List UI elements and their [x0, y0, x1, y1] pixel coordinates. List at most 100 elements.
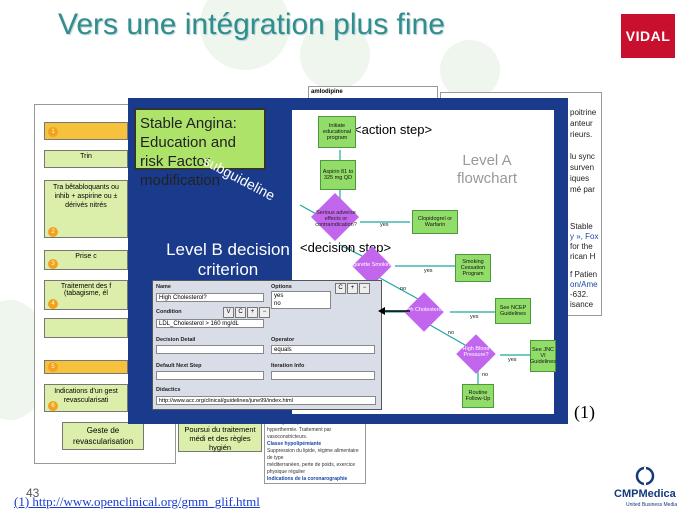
option-yes[interactable]: yes [274, 293, 284, 299]
edge-label-yes: yes [508, 357, 517, 363]
form-decision-detail-input[interactable] [156, 345, 264, 354]
right-doc-line: surven [570, 163, 595, 172]
form-iteration-label: Iteration Info [271, 363, 305, 369]
bg-circle [440, 40, 500, 100]
left-flow-box-1: 1 [44, 122, 128, 140]
doc-line: Suppression du lipide, régime alimentair… [267, 448, 359, 461]
node-clopidogrel[interactable]: Clopidogrel or Warfarin [412, 210, 458, 234]
node-routine[interactable]: Routine Follow-Up [462, 384, 494, 408]
right-doc-line: anteur [570, 119, 593, 128]
form-iteration-input[interactable] [271, 371, 375, 380]
step-number: 4 [48, 299, 58, 309]
left-flow-box-2: Trin [44, 150, 128, 168]
doc-line: méditerranéen, perte de poids, exercice … [267, 462, 356, 475]
right-doc-line: rican H [570, 252, 596, 261]
edge-label-no: no [400, 286, 407, 292]
cmpmedica-logo: CMPMedica [614, 488, 676, 500]
condition-add-button[interactable]: + [247, 307, 258, 318]
step-number: 1 [48, 127, 58, 137]
form-operator-label: Operator [271, 337, 295, 343]
form-default-next-label: Default Next Step [156, 363, 202, 369]
doc-line: Classe hypolipémiante [267, 441, 322, 447]
decision-form: Name High Cholesterol? Options yes no C … [152, 280, 382, 410]
vidal-logo: VIDAL [621, 14, 675, 58]
form-name-input[interactable]: High Cholesterol? [156, 293, 264, 302]
form-default-next-input[interactable] [156, 371, 264, 380]
node-initiate[interactable]: Initiate educational program [318, 116, 356, 148]
left-flow-box-9: Geste de revascularisation [62, 422, 144, 450]
left-flow-box-7: 5 [44, 360, 128, 374]
right-doc-line: Stable [570, 222, 593, 231]
step-number: 3 [48, 259, 58, 269]
right-doc-line: mé par [570, 185, 595, 194]
level-b-label: Level B decision criterion [166, 240, 290, 279]
options-add-button[interactable]: + [347, 283, 358, 294]
option-no[interactable]: no [274, 301, 281, 307]
right-doc-line: rieurs. [570, 130, 593, 139]
node-aspirin[interactable]: Aspirin 81 to 325 mg QD [320, 160, 356, 190]
left-flow-box-6 [44, 318, 128, 338]
bg-circle [200, 0, 290, 70]
left-flow-text: Trin [80, 153, 92, 160]
footnote-link[interactable]: (1) http://www.openclinical.org/gmm_glif… [14, 494, 260, 509]
left-flow-text: Traitement des f (tabagisme, él [60, 283, 112, 297]
step-number: 6 [48, 401, 58, 411]
node-ncep[interactable]: See NCEP Guidelines [495, 298, 531, 324]
action-step-label: <action step> [354, 122, 433, 137]
left-flow-text: Tra bêtabloquants ou inhib + aspirine ou… [53, 184, 119, 209]
form-decision-detail-label: Decision Detail [156, 337, 196, 343]
cmpmedica-sub: United Business Media [626, 502, 678, 508]
form-options-label: Options [271, 284, 292, 290]
doc-header: amlodipine [311, 89, 343, 95]
right-doc-line: on/Ame [570, 280, 598, 289]
form-condition-input[interactable]: LDL_Cholesterol > 160 mg/dL [156, 319, 264, 328]
node-bp-text: High Blood Pressure? [462, 346, 490, 358]
form-didactics-input[interactable]: http://www.acc.org/clinical/guidelines/j… [156, 396, 376, 405]
center-flow-box: Poursui du traitement médi et des règles… [178, 422, 262, 452]
bg-circle [300, 20, 370, 90]
node-jnc[interactable]: See JNC VI Guidelines [530, 340, 556, 372]
options-c-button[interactable]: C [335, 283, 346, 294]
form-options-list[interactable]: yes no [271, 291, 331, 309]
step-number: 2 [48, 227, 58, 237]
edge-label-yes: yes [380, 222, 389, 228]
page-number: 43 [26, 486, 40, 500]
cmpmedica-logo-icon [634, 466, 656, 486]
node-serious-text: Serious adverse effects or contraindicat… [315, 210, 357, 228]
node-smoking[interactable]: Smoking Cessation Program [455, 254, 491, 282]
edge-label-no: no [448, 330, 455, 336]
right-doc-line: f Patien [570, 270, 598, 279]
left-flow-box-8: 6 Indications d'un gest revascularisati [44, 384, 128, 412]
condition-remove-button[interactable]: − [259, 307, 270, 318]
options-remove-button[interactable]: − [359, 283, 370, 294]
doc-line: hyperthermie. Traitement par vasoconstri… [267, 427, 332, 440]
center-flow-text: Poursui du traitement médi et des règles… [184, 425, 256, 452]
condition-c-button[interactable]: C [235, 307, 246, 318]
reference-marker: (1) [574, 402, 595, 422]
left-flow-box-4: 3 Prise c [44, 250, 128, 270]
right-doc-line: y », Fox [570, 232, 599, 241]
stable-angina-box: Stable Angina: Education and risk Factor… [134, 108, 266, 189]
right-doc-line: for the [570, 242, 593, 251]
condition-v-button[interactable]: V [223, 307, 234, 318]
level-a-label: Level A flowchart [456, 152, 518, 187]
form-didactics-label: Didactics [156, 387, 181, 393]
left-flow-text: Prise c [75, 253, 97, 260]
edge-label-yes: yes [424, 268, 433, 274]
edge-label-no: no [482, 372, 489, 378]
right-doc-line: lu sync [570, 152, 595, 161]
form-operator-input[interactable]: equals [271, 345, 375, 354]
arrow [429, 324, 466, 346]
left-flow-box-3: 2 Tra bêtabloquants ou inhib + aspirine … [44, 180, 128, 238]
right-doc-line: poitrine [570, 108, 597, 117]
left-flow-text: Geste de revascularisation [72, 426, 134, 446]
page-title: Vers une intégration plus fine [58, 8, 445, 41]
doc-line: Indications de la coronarographie [267, 476, 348, 482]
form-name-label: Name [156, 284, 171, 290]
right-doc-line: iques [570, 174, 590, 183]
right-doc-line: -632. [570, 290, 589, 299]
node-cholesterol-text: High Cholesterol? [402, 307, 446, 313]
form-condition-label: Condition [156, 309, 182, 315]
left-flow-text: Indications d'un gest revascularisati [54, 388, 118, 404]
